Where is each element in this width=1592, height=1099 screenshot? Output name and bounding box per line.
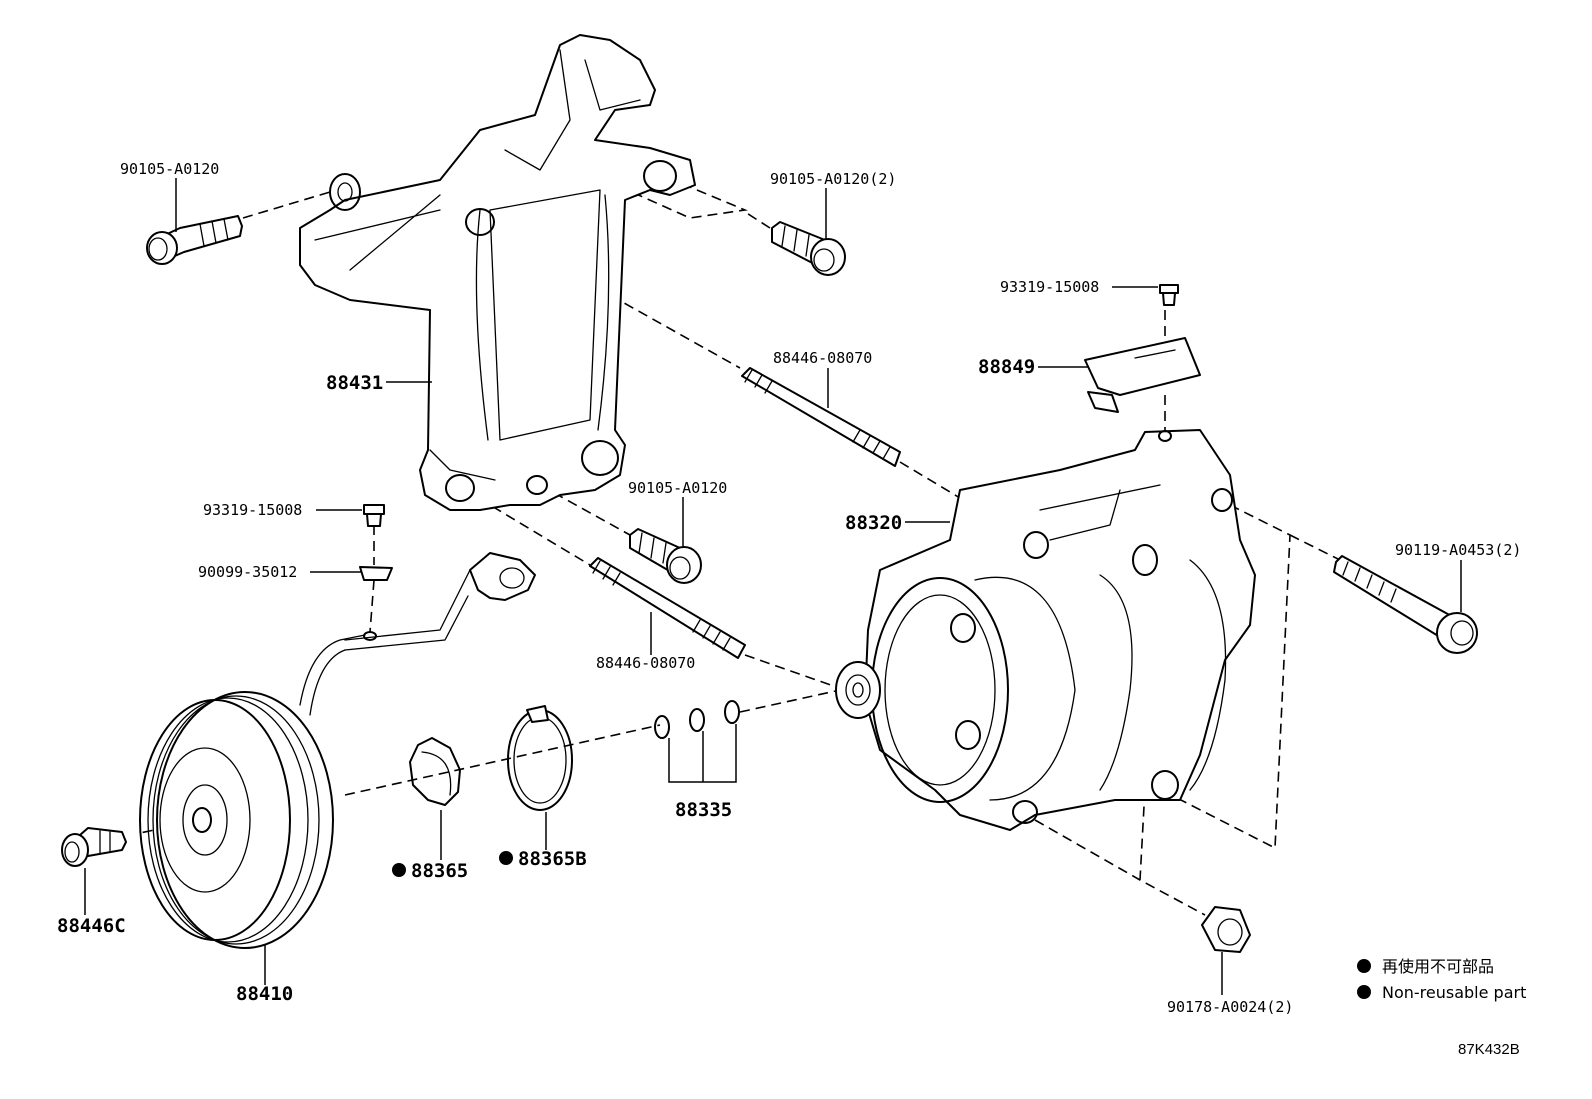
label-screw-left: 93319-15008: [203, 501, 302, 519]
label-compressor: 88320: [845, 512, 902, 534]
label-stud-lower: 88446-08070: [596, 654, 695, 672]
label-plate: 88849: [978, 356, 1035, 378]
stud-upper-icon: [741, 367, 901, 467]
leader-lines: [84, 178, 1462, 995]
legend-dot-icon: [1357, 959, 1371, 973]
bolt-90105-left-icon: [146, 215, 243, 265]
label-bracket: 88431: [326, 372, 383, 394]
label-pulley: 88410: [236, 983, 293, 1005]
legend-japanese: 再使用不可部品: [1382, 957, 1494, 976]
part-labels: 90105-A0120 90105-A0120(2) 88431 93319-1…: [57, 160, 1521, 1016]
pulley-88410: [139, 552, 536, 949]
bolt-90105-right-icon: [771, 221, 846, 276]
diagram-code: 87K432B: [1458, 1041, 1520, 1058]
bolt-88446c-icon: [61, 827, 127, 867]
label-shims: 88335: [675, 799, 732, 821]
label-screw-top: 93319-15008: [1000, 278, 1099, 296]
clip-90099-icon: [359, 566, 393, 581]
label-bolt-bracket-right: 90105-A0120(2): [770, 170, 896, 188]
legend-dot-icon: [1357, 985, 1371, 999]
non-reusable-dot-icon: [499, 851, 513, 865]
label-bolt-long: 90119-A0453(2): [1395, 541, 1521, 559]
label-bolt-center: 90105-A0120: [628, 479, 727, 497]
label-snap-ring: 88365: [411, 860, 468, 882]
legend-english: Non-reusable part: [1382, 983, 1526, 1002]
screw-93319-left-icon: [363, 504, 385, 527]
bolt-90119-long-icon: [1333, 555, 1478, 654]
label-nut: 90178-A0024(2): [1167, 998, 1293, 1016]
label-bolt-bracket-left: 90105-A0120: [120, 160, 219, 178]
label-clip: 90099-35012: [198, 563, 297, 581]
non-reusable-dot-icon: [392, 863, 406, 877]
stud-lower-icon: [589, 557, 746, 659]
shims-88335-icon: [654, 700, 740, 739]
compressor-88320: [835, 429, 1256, 831]
screw-93319-top-icon: [1159, 284, 1179, 306]
legend: 再使用不可部品 Non-reusable part: [1357, 957, 1526, 1002]
snap-ring-88365-icon: [409, 737, 461, 806]
plate-88849-icon: [1084, 337, 1201, 413]
label-snap-ring-b: 88365B: [518, 848, 587, 870]
assembly-dashed-lines: [139, 159, 1341, 916]
snap-ring-88365b-icon: [507, 705, 573, 811]
bracket-88431: [299, 34, 696, 511]
label-stud-upper: 88446-08070: [773, 349, 872, 367]
bolt-90105-center-icon: [629, 528, 702, 584]
nut-90178-icon: [1201, 906, 1251, 953]
label-clutch-bolt: 88446C: [57, 915, 126, 937]
